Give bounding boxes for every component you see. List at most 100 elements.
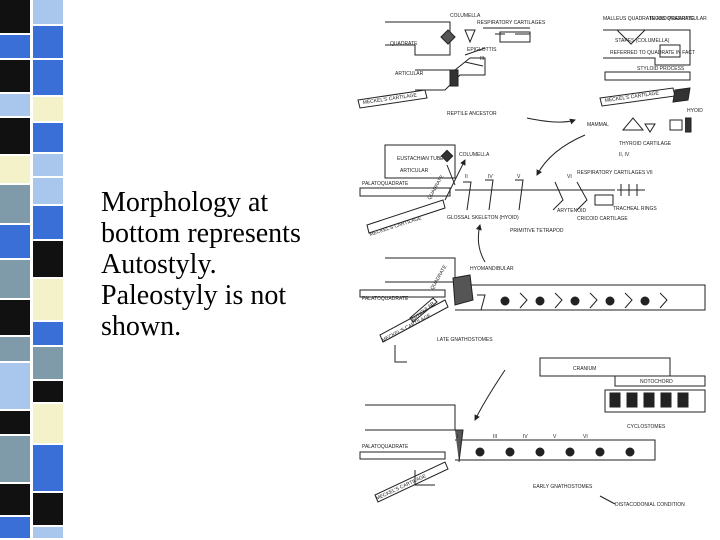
label-articular: ARTICULAR	[395, 71, 424, 77]
meckels-band-3	[366, 199, 446, 234]
label-cricoid: CRICOID CARTILAGE	[577, 216, 628, 222]
mammal-jaw	[604, 71, 691, 81]
label-palatoquadrate-2: PALATOQUADRATE	[362, 181, 409, 187]
label-meckels-3: MECKEL'S CARTILAGE	[369, 215, 423, 238]
stripe-block	[33, 404, 63, 443]
stripe-block	[0, 260, 30, 298]
palatoquadrate-bar-4	[359, 451, 446, 460]
arrow-to-reptile	[444, 159, 466, 201]
stripe-block	[0, 94, 30, 116]
label-columella: COLUMELLA	[450, 13, 481, 19]
stripe-block	[33, 26, 63, 58]
stripe-block	[33, 206, 63, 239]
stage-tetrapod	[359, 144, 645, 234]
stripe-block	[0, 185, 30, 223]
gill-bar-3	[515, 179, 524, 211]
cyclostome-frame	[604, 389, 706, 413]
stripe-block	[0, 35, 30, 58]
decorative-stripe	[0, 0, 66, 540]
label-notochord: NOTOCHORD	[640, 379, 673, 385]
stripe-block	[33, 60, 63, 95]
meckels-band	[357, 89, 428, 109]
tetrapod-skull	[384, 144, 456, 179]
early-gill-frame	[455, 439, 656, 461]
late-gill-bars	[519, 292, 668, 309]
meckels-band-4	[379, 299, 449, 343]
late-leader	[394, 345, 407, 363]
jaw-evolution-svg: COLUMELLA RESPIRATORY CARTILAGES EPIGLOT…	[357, 13, 707, 508]
reptile-skull-outline	[385, 21, 451, 56]
stripe-block	[0, 60, 30, 92]
meckels-band-5	[374, 461, 449, 503]
label-thyroid: THYROID CARTILAGE	[619, 141, 672, 147]
label-dentary: REFERRED TO QUADRATE IN FACT	[610, 50, 695, 56]
slide-body-text: Morphology at bottom represents Autostyl…	[101, 187, 301, 342]
hyoid-block	[672, 87, 691, 103]
label-malleus: MALLEUS QUADRATE AND PREARTICULAR	[603, 16, 707, 22]
late-gill-slit-5	[640, 296, 650, 306]
gill-bar-4	[552, 181, 564, 211]
early-slit-4	[565, 447, 575, 457]
tick-lines	[464, 47, 486, 67]
gill-num-I: I	[457, 434, 458, 440]
label-meckels-5: MECKEL'S CARTILAGE	[375, 473, 428, 502]
late-gill-1	[477, 294, 486, 311]
tetrapod-quadrate-line	[446, 164, 456, 186]
label-cranium: CRANIUM	[573, 366, 596, 372]
cyclo-slit-5	[677, 392, 689, 408]
label-columella-2: COLUMELLA	[459, 152, 490, 158]
label-resp-2: RESPIRATORY CARTILAGES VII	[577, 170, 653, 176]
gill-num-V: V	[553, 434, 557, 440]
cyclo-slit-4	[660, 392, 672, 408]
thyroid-small	[644, 123, 656, 133]
palatoquadrate-bar	[359, 187, 451, 197]
label-hyoid: HYOID	[687, 108, 703, 114]
late-gill-slit-1	[500, 296, 510, 306]
gill-num-VI: VI	[583, 434, 588, 440]
late-gill-slit-2	[535, 296, 545, 306]
gill-num-5: V	[517, 174, 521, 180]
label-late-gnathostomes: LATE GNATHOSTOMES	[437, 337, 493, 343]
label-quadrate-3: QUADRATE	[430, 264, 449, 291]
stripe-block	[0, 300, 30, 335]
late-skull	[385, 257, 456, 283]
incus-shape	[616, 29, 646, 45]
label-epiglottis-num: III	[480, 56, 484, 62]
columella-block	[440, 29, 456, 45]
stripe-block	[33, 154, 63, 176]
reptile-jaw	[415, 57, 486, 91]
label-early-gnathostomes: EARLY GNATHOSTOMES	[533, 484, 593, 490]
label-tetrapod: PRIMITIVE TETRAPOD	[510, 228, 564, 234]
stripe-block	[33, 527, 63, 538]
gill-num-6: VI	[567, 174, 572, 180]
stripe-block	[33, 279, 63, 320]
label-reptile-ancestor: REPTILE ANCESTOR	[447, 111, 497, 117]
stage-late-gnathostomes	[359, 257, 706, 343]
label-articular-2: ARTICULAR	[400, 168, 429, 174]
cyclo-slit-1	[609, 392, 621, 408]
label-resp-cartilages: RESPIRATORY CARTILAGES	[477, 20, 546, 26]
palatoquadrate-bar-3	[359, 289, 446, 298]
mammal-skull-outline	[603, 29, 691, 66]
stripe-block	[0, 484, 30, 515]
label-stapes: STAPES (COLUMELLA)	[615, 38, 670, 44]
malleus-box	[659, 44, 681, 58]
label-arytenoid: ARYTENOID	[557, 208, 586, 214]
stripe-block	[0, 0, 30, 33]
early-skull	[365, 404, 456, 431]
gill-bar-1	[463, 181, 472, 211]
thyroid-box	[669, 119, 683, 131]
resp-cartilage-box	[499, 31, 531, 43]
jaw-evolution-figure: COLUMELLA RESPIRATORY CARTILAGES EPIGLOT…	[355, 0, 720, 540]
label-condition: DISTACODONIAL CONDITION	[615, 502, 685, 508]
label-styloid: STYLOID PROCESS	[637, 66, 685, 72]
label-quadrate: QUADRATE	[390, 41, 418, 47]
gill-num-4: IV	[488, 174, 493, 180]
early-leader	[414, 470, 435, 486]
early-slit-5	[595, 447, 605, 457]
gill-bar-2	[485, 179, 494, 211]
label-eustachian: EUSTACHIAN TUBE	[397, 156, 444, 162]
label-tracheal: TRACHEAL RINGS	[613, 206, 657, 212]
arrow-to-mammal	[526, 117, 576, 125]
stripe-block	[0, 363, 30, 409]
